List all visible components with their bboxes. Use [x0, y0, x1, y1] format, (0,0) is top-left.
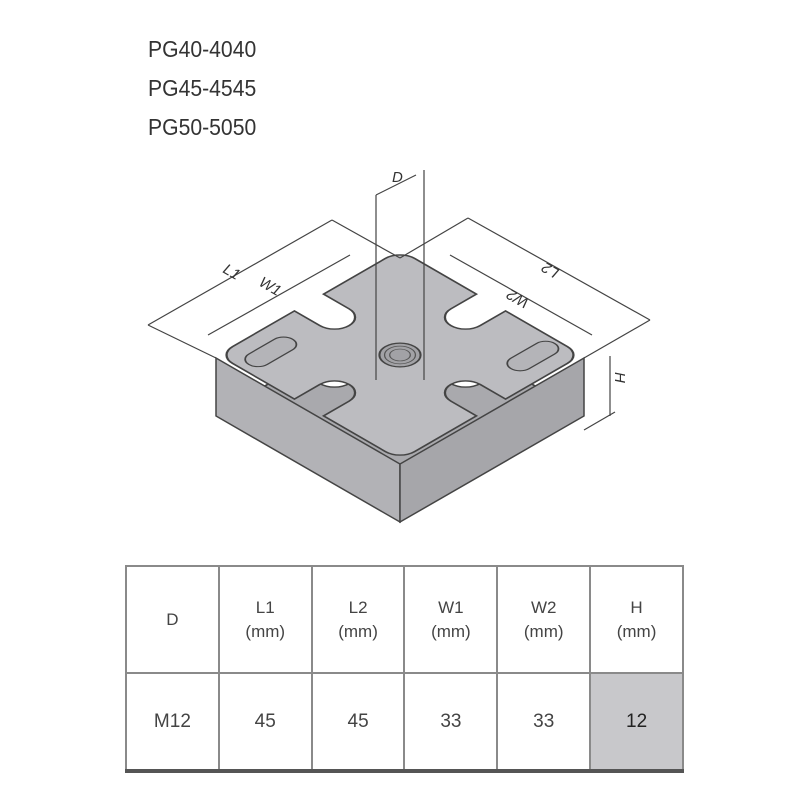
model-title: PG45-4545 — [148, 75, 257, 101]
header-cell: W2(mm) — [496, 565, 592, 674]
table-header-row: D L1(mm) L2(mm) W1(mm) W2(mm) H(mm) — [125, 565, 684, 674]
slot-left — [244, 336, 298, 368]
dimension-label-d: D — [392, 169, 403, 186]
dimension-label-l2: L2 — [538, 258, 562, 281]
dimensions-table: D L1(mm) L2(mm) W1(mm) W2(mm) H(mm) M12 … — [125, 565, 684, 773]
dimension-label-w2: W2 — [503, 285, 532, 311]
cell-l2: 45 — [310, 672, 406, 773]
dimension-lines — [147, 170, 651, 431]
model-title: PG50-5050 — [148, 114, 257, 140]
cell-l1: 45 — [217, 672, 313, 773]
model-title: PG40-4040 — [148, 36, 257, 62]
dimension-label-w1: W1 — [256, 274, 284, 300]
leveling-pad-isometric-drawing: D L1 W1 L2 W2 H — [147, 169, 651, 524]
pad-top-face — [216, 248, 584, 462]
dimension-label-h: H — [611, 372, 628, 383]
cell-w2: 33 — [496, 672, 592, 773]
cell-w1: 33 — [403, 672, 499, 773]
cell-d: M12 — [125, 672, 220, 773]
model-list: PG40-4040 PG45-4545 PG50-5050 — [148, 30, 256, 147]
table-row: M12 45 45 33 33 12 — [125, 672, 684, 773]
header-cell: L2(mm) — [310, 565, 406, 674]
header-cell: W1(mm) — [403, 565, 499, 674]
threaded-hole — [378, 342, 422, 368]
header-cell: L1(mm) — [217, 565, 313, 674]
header-cell: D — [125, 565, 220, 674]
pad-side-faces — [215, 306, 585, 524]
header-cell: H(mm) — [589, 565, 684, 674]
slot-right — [506, 340, 560, 372]
cell-h: 12 — [589, 672, 684, 773]
dimension-label-l1: L1 — [220, 261, 243, 284]
